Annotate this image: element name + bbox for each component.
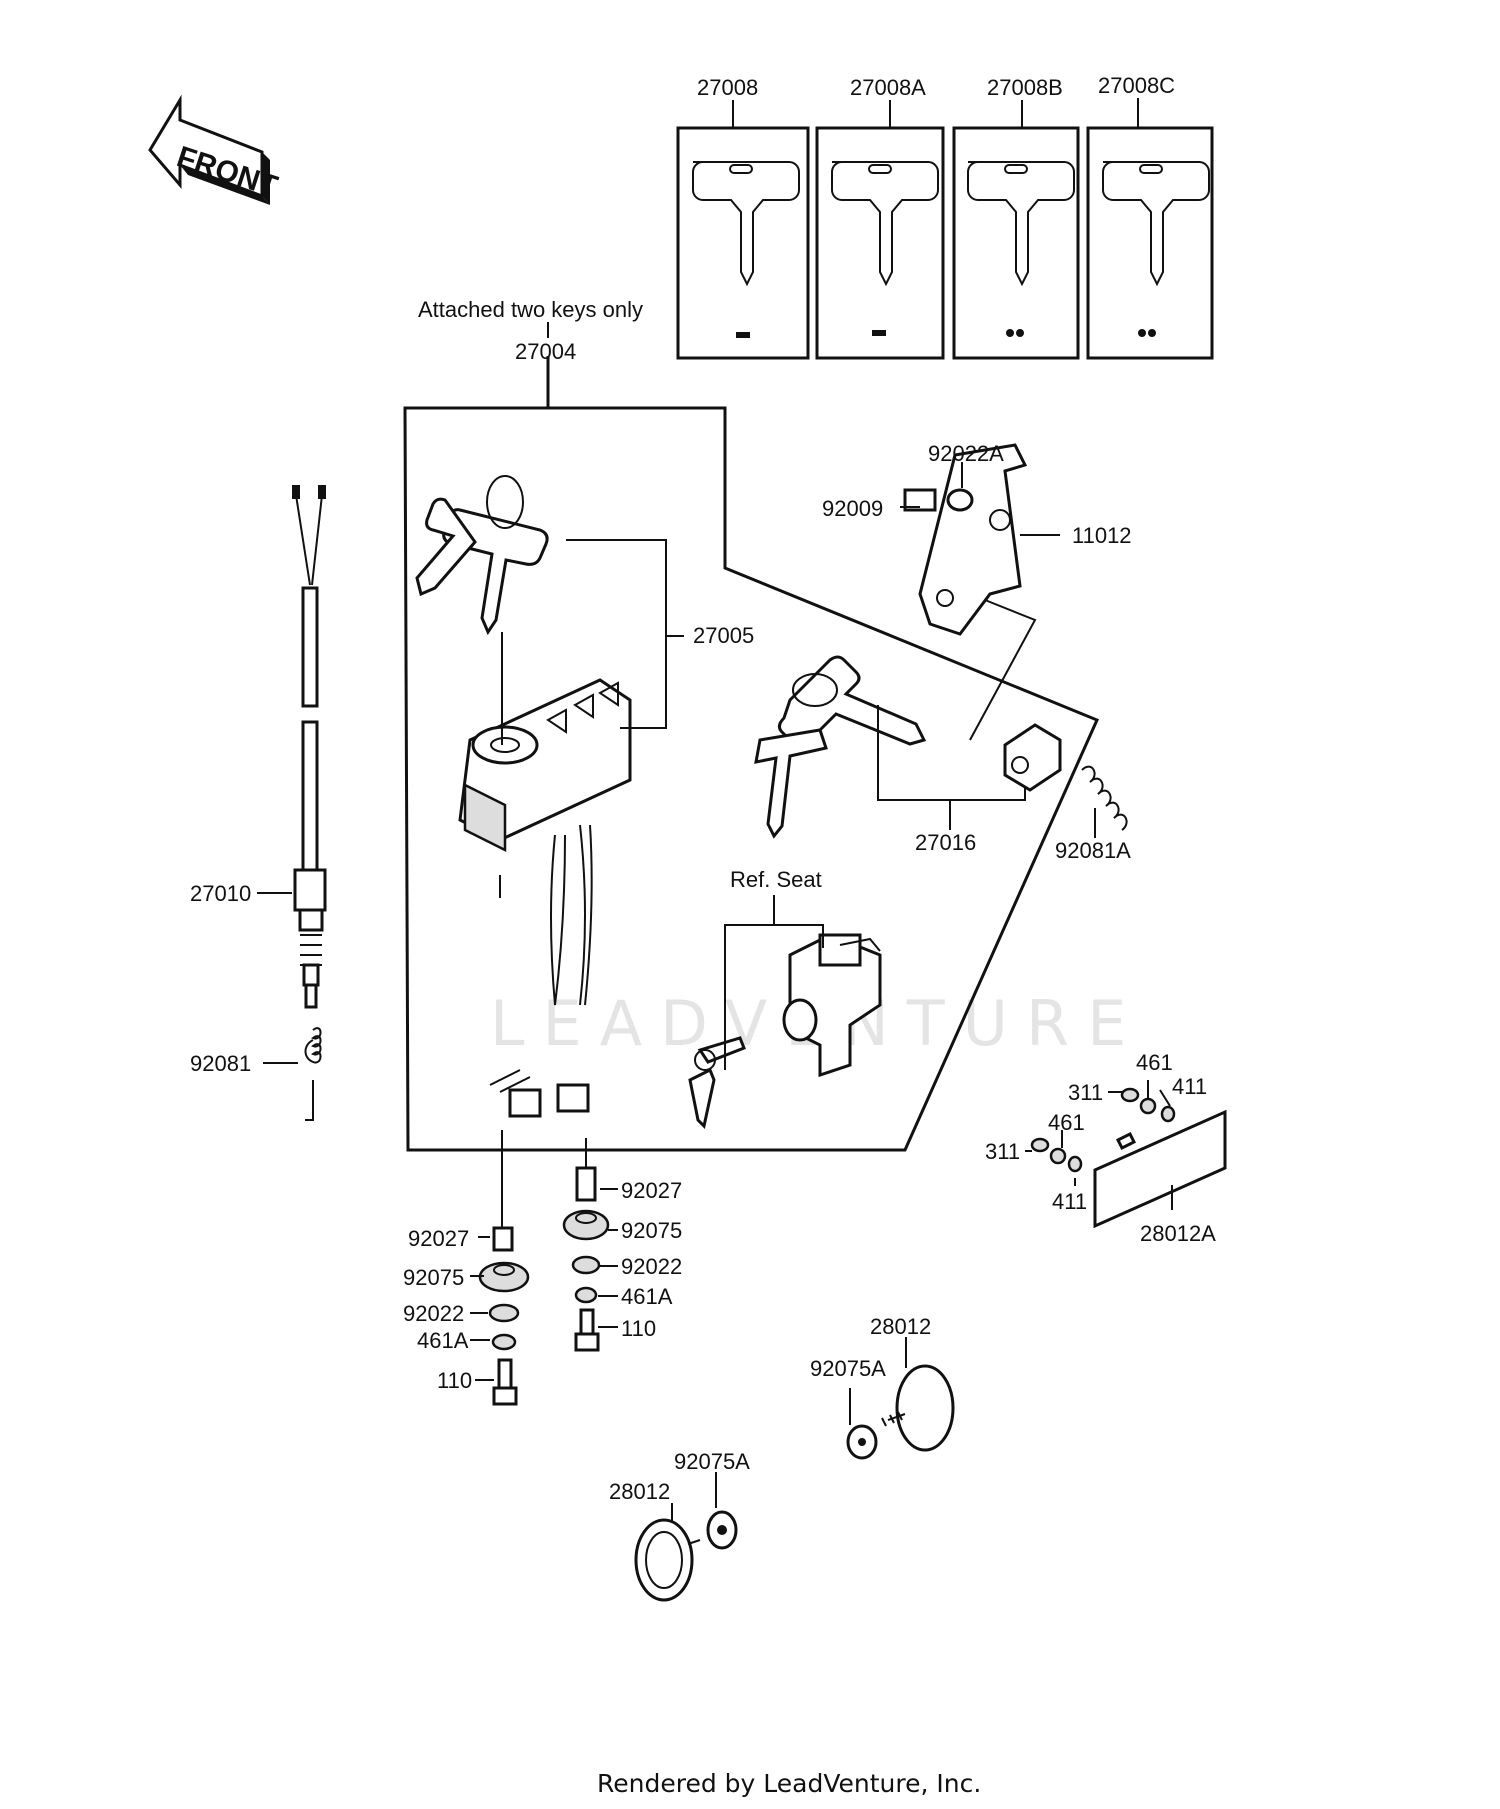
label-92081: 92081 <box>190 1051 251 1076</box>
key-card-27008a <box>815 126 945 360</box>
front-label: FRONT <box>173 140 281 203</box>
reflector-rectangular <box>1030 1087 1227 1229</box>
label-27004: 27004 <box>515 339 576 364</box>
sensor-cable <box>292 485 327 1009</box>
reflector-round-right <box>846 1364 955 1460</box>
seat-lock-keys-icon <box>754 655 927 839</box>
ref-seat: Ref. Seat <box>730 867 822 892</box>
key-cards <box>676 98 1214 360</box>
label-27016: 27016 <box>915 830 976 855</box>
label-461-top: 461 <box>1136 1050 1173 1075</box>
label-461-mid: 461 <box>1048 1110 1085 1135</box>
label-92081a: 92081A <box>1055 838 1131 863</box>
reflector-round-left <box>634 1510 738 1602</box>
label-92022-left: 92022 <box>403 1301 464 1326</box>
key-icon <box>1102 161 1210 287</box>
key-icon <box>831 161 939 287</box>
key-icon <box>692 161 800 287</box>
label-28012-right: 28012 <box>870 1314 931 1339</box>
label-92075-left: 92075 <box>403 1265 464 1290</box>
seat-lock <box>688 933 882 1130</box>
key-card-27008c <box>1086 126 1214 360</box>
label-27008a: 27008A <box>850 75 926 100</box>
mount-stack-right <box>562 1138 610 1352</box>
key-card-27008 <box>676 126 810 360</box>
label-92075a-left: 92075A <box>674 1449 750 1474</box>
mount-stack-left <box>478 1130 530 1406</box>
ignition-keys-icon <box>415 475 549 745</box>
label-27008c: 27008C <box>1098 73 1175 98</box>
label-92075-right: 92075 <box>621 1218 682 1243</box>
nut-and-spring <box>1003 723 1128 831</box>
label-411-top: 411 <box>1172 1074 1207 1099</box>
label-92027-right: 92027 <box>621 1178 682 1203</box>
spring-icon <box>304 1027 322 1121</box>
label-411-bottom: 411 <box>1052 1189 1087 1214</box>
bracket-plate <box>903 443 1028 636</box>
ignition-kit-outline <box>403 356 1100 1152</box>
key-icon <box>967 161 1075 287</box>
label-110-left: 110 <box>437 1368 472 1393</box>
label-311-mid: 311 <box>985 1139 1020 1164</box>
label-92022a: 92022A <box>928 441 1004 466</box>
label-461a-left: 461A <box>417 1328 469 1353</box>
label-92027-left: 92027 <box>408 1226 469 1251</box>
label-27010: 27010 <box>190 881 251 906</box>
label-28012-left: 28012 <box>609 1479 670 1504</box>
footer-credit: Rendered by LeadVenture, Inc. <box>597 1769 981 1798</box>
label-27008: 27008 <box>697 75 758 100</box>
label-28012a: 28012A <box>1140 1221 1216 1246</box>
label-27005: 27005 <box>693 623 754 648</box>
label-11012: 11012 <box>1072 523 1132 548</box>
key-card-27008b <box>952 126 1080 360</box>
label-27008b: 27008B <box>987 75 1063 100</box>
label-92009: 92009 <box>822 496 883 521</box>
front-arrow-icon: FRONT <box>148 94 281 205</box>
label-92022-right: 92022 <box>621 1254 682 1279</box>
ignition-switch <box>458 678 632 1118</box>
label-110-right: 110 <box>621 1316 656 1341</box>
label-461a-right: 461A <box>621 1284 673 1309</box>
label-311-top: 311 <box>1068 1080 1103 1105</box>
label-92075a-right: 92075A <box>810 1356 886 1381</box>
note-attached-two-keys: Attached two keys only <box>418 297 643 322</box>
